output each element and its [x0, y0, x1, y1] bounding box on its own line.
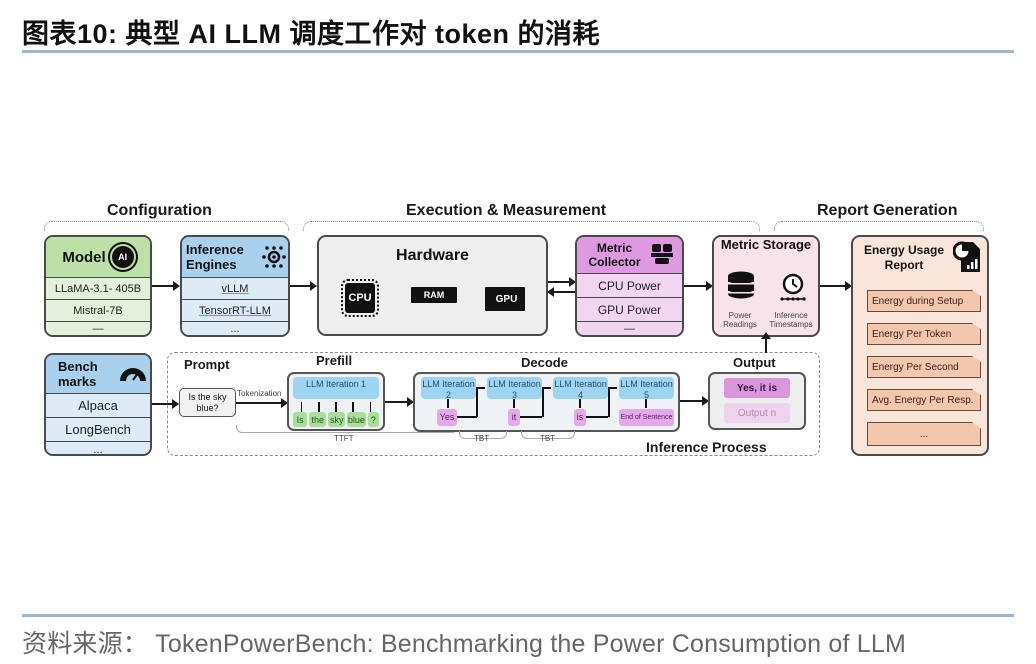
benchmarks-title: Bench marks [58, 359, 98, 389]
prefill-label: Prefill [316, 353, 353, 368]
arrow-collector-to-hardware [547, 287, 575, 297]
prefill-token: sky [328, 412, 346, 427]
arrow-engines-to-hardware [290, 281, 317, 291]
arrow-benchmarks-to-prompt [152, 399, 179, 409]
tbt-label: TBT [540, 434, 556, 443]
inference-engines-card: Inference Engines vLLM TensorRT-LLM ... [180, 235, 290, 337]
section-label-execution: Execution & Measurement [406, 202, 607, 219]
model-item: — [46, 321, 150, 335]
llm-iteration-1: LLM Iteration 1 [293, 377, 379, 399]
power-readings-label: Power Readings [723, 311, 757, 329]
speedometer-icon [118, 364, 148, 385]
llm-iteration-4: LLM Iteration 4 [553, 377, 608, 400]
network-gear-icon [262, 245, 286, 269]
prefill-token: Is [293, 412, 308, 427]
metric-collector-title: Metric Collector [588, 241, 641, 269]
tbt-brace [459, 431, 507, 439]
output-item: Output n [724, 403, 790, 423]
model-item: LLaMA-3.1- 405B [46, 277, 150, 299]
prefill-token-row: Is the sky blue ? [293, 412, 379, 427]
energy-report-card: Energy Usage Report Energy during Setup … [851, 235, 989, 456]
section-label-configuration: Configuration [107, 202, 212, 219]
configuration-brace [44, 221, 289, 231]
ttft-label: TTFT [334, 434, 354, 443]
report-item: Energy Per Second [867, 356, 981, 378]
collector-item: — [577, 321, 682, 335]
benchmark-item: LongBench [46, 417, 150, 441]
arrow-prefill-to-decode [385, 397, 414, 407]
section-label-report: Report Generation [817, 202, 958, 219]
model-item: Mistral-7B [46, 299, 150, 321]
report-brace [774, 221, 984, 231]
tokenization-label: Tokenization [237, 389, 282, 398]
model-title: Model [62, 248, 106, 266]
engine-item: vLLM [182, 277, 288, 299]
llm-iteration-3: LLM Iteration 3 [487, 377, 542, 400]
output-box: Yes, it is Output n [708, 372, 806, 430]
prefill-token: ? [367, 412, 379, 427]
metric-collector-card: Metric Collector CPU Power GPU Power — [575, 235, 684, 337]
prefill-token: blue [347, 412, 366, 427]
cpu-icon: CPU [341, 279, 379, 317]
tbt-brace [521, 431, 575, 439]
figure-title: 图表10: 典型 AI LLM 调度工作对 token 的消耗 [22, 19, 601, 49]
report-item: Avg. Energy Per Resp. [867, 389, 981, 411]
tbt-label: TBT [474, 434, 490, 443]
output-label: Output [733, 355, 776, 370]
decode-output-token: End of Sentence [619, 409, 674, 426]
arrow-storage-to-report [820, 281, 852, 291]
decode-output-token: Yes [437, 409, 457, 426]
arrow-decode-to-output [680, 396, 709, 406]
benchmark-item: Alpaca [46, 393, 150, 417]
model-card: Model AI LLaMA-3.1- 405B Mistral-7B — [44, 235, 152, 337]
source-divider [22, 614, 1014, 617]
report-chart-icon [952, 241, 981, 278]
report-item: Energy Per Token [867, 323, 981, 345]
report-item: ... [867, 422, 981, 446]
inference-process-label: Inference Process [646, 439, 767, 455]
arrow-hardware-to-collector [548, 277, 576, 287]
metric-storage-card: Metric Storage Power Readings Inference … [712, 235, 820, 337]
report-item: Energy during Setup [867, 290, 981, 312]
execution-brace [303, 221, 760, 231]
prefill-token: the [309, 412, 327, 427]
arrow-model-to-engines [152, 281, 180, 291]
output-item: Yes, it is [724, 378, 790, 398]
arrow-prompt-to-prefill [236, 398, 288, 408]
decode-label: Decode [521, 355, 568, 370]
arrow-output-to-storage [761, 332, 771, 353]
decode-output-token: it [508, 409, 520, 426]
inference-engines-title: Inference Engines [186, 242, 244, 272]
ai-chip-icon: AI [111, 246, 134, 268]
inference-process-container [167, 352, 820, 456]
metric-storage-title: Metric Storage [720, 237, 812, 252]
arrow-collector-to-storage [684, 281, 713, 291]
inference-timestamps-label: Inference Timestamps [769, 311, 813, 329]
collector-item: CPU Power [577, 273, 682, 297]
benchmarks-card: Bench marks Alpaca LongBench ... [44, 353, 152, 456]
ram-icon: RAM [411, 287, 457, 303]
hardware-card: Hardware CPU RAM GPU [317, 235, 548, 336]
source-note: 资料来源： TokenPowerBench: Benchmarking the … [22, 630, 907, 658]
collector-item: GPU Power [577, 297, 682, 321]
gpu-icon: GPU [485, 287, 525, 311]
hardware-title: Hardware [396, 247, 469, 264]
prefill-box: LLM Iteration 1 Is the sky blue ? [287, 372, 385, 431]
llm-iteration-5: LLM Iteration 5 [619, 377, 674, 400]
title-divider [22, 50, 1014, 53]
token-arrows [293, 402, 379, 412]
decode-output-token: is [574, 409, 586, 426]
database-icon [727, 271, 755, 306]
decode-box: LLM Iteration 2 LLM Iteration 3 LLM Iter… [413, 372, 680, 432]
engine-item: TensorRT-LLM [182, 299, 288, 321]
clock-timeline-icon [778, 273, 808, 308]
benchmark-item: ... [46, 441, 150, 454]
prompt-label: Prompt [184, 357, 230, 372]
engine-item: ... [182, 321, 288, 335]
collector-device-icon [650, 242, 674, 269]
llm-iteration-2: LLM Iteration 2 [421, 377, 476, 400]
energy-report-title: Energy Usage Report [863, 243, 945, 272]
prompt-box: Is the sky blue? [179, 388, 236, 417]
